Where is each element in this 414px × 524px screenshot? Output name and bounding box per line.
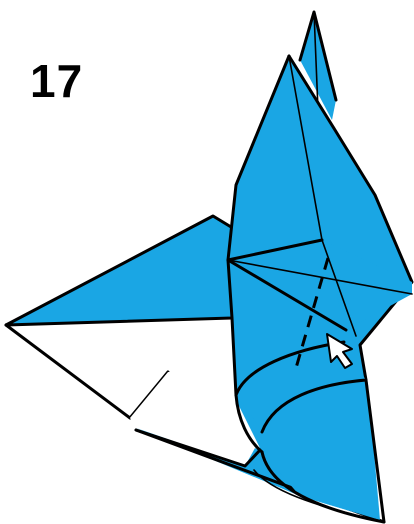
origami-diagram bbox=[0, 0, 414, 524]
